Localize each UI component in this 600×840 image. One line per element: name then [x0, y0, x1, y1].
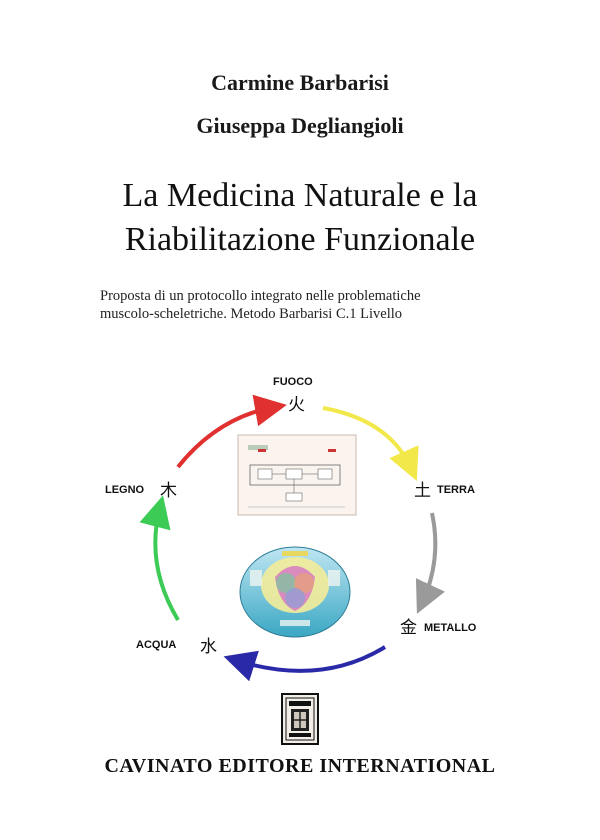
element-label-legno: LEGNO: [105, 484, 145, 496]
water-glyph-icon: 水: [200, 637, 217, 657]
publisher-logo: [281, 693, 319, 745]
element-label-metallo: METALLO: [424, 622, 477, 634]
wood-glyph-icon: 木: [160, 481, 177, 501]
fire-glyph-icon: 火: [288, 395, 305, 415]
subtitle-line-1: Proposta di un protocollo integrato nell…: [100, 288, 421, 304]
author-name-2: Giuseppa Degliangioli: [196, 113, 404, 138]
arrow-fuoco-to-terra: [322, 406, 419, 481]
five-elements-diagram: FUOCO 火 土 TERRA 金 METALLO ACQUA 水 LEGNO …: [105, 376, 477, 682]
metal-glyph-icon: 金: [400, 618, 417, 638]
arrow-metallo-to-acqua: [223, 645, 387, 682]
arrow-acqua-to-legno: [139, 495, 180, 622]
element-label-acqua: ACQUA: [136, 639, 176, 651]
subtitle-line-2: muscolo-scheletriche. Metodo Barbarisi C…: [100, 306, 403, 322]
publisher-name: CAVINATO EDITORE INTERNATIONAL: [104, 755, 496, 777]
arrow-terra-to-metallo: [415, 512, 445, 614]
flowchart-image: [237, 434, 357, 516]
book-title-line-1: La Medicina Naturale e la: [122, 177, 478, 214]
arrow-legno-to-fuoco: [176, 394, 287, 469]
earth-glyph-icon: 土: [414, 481, 431, 501]
element-label-fuoco: FUOCO: [273, 376, 313, 388]
element-label-terra: TERRA: [437, 484, 475, 496]
author-name-1: Carmine Barbarisi: [211, 70, 389, 95]
meridian-oval-image: [239, 546, 351, 638]
book-title-line-2: Riabilitazione Funzionale: [124, 221, 476, 258]
